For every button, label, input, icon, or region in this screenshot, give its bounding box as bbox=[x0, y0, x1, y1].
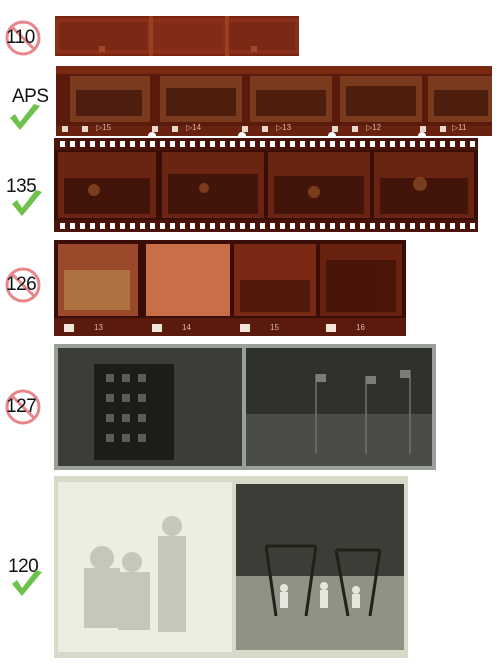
frame-number: 14 bbox=[182, 323, 191, 332]
format-row-110: 110 bbox=[0, 16, 500, 60]
format-label: 110 bbox=[6, 27, 35, 48]
format-label: 127 bbox=[6, 396, 37, 417]
green-checkmark-icon bbox=[10, 104, 40, 130]
format-label: 120 bbox=[8, 556, 39, 577]
prohibited-circle-icon bbox=[5, 389, 41, 425]
prohibited-circle-icon bbox=[5, 267, 41, 303]
format-row-127: 127 bbox=[0, 344, 500, 470]
film-strip-120 bbox=[54, 476, 408, 658]
format-row-135: 135 bbox=[0, 138, 500, 234]
film-strip-126: 13 14 15 16 bbox=[54, 240, 406, 336]
green-checkmark-icon bbox=[12, 190, 42, 216]
film-strip-110 bbox=[55, 16, 299, 56]
frame-number: ▷13 bbox=[276, 123, 292, 132]
frame-number: 13 bbox=[94, 323, 103, 332]
frame-number: 15 bbox=[270, 323, 279, 332]
green-checkmark-icon bbox=[12, 570, 42, 596]
format-label: APS bbox=[12, 86, 49, 107]
format-label: 126 bbox=[6, 274, 37, 295]
frame-number: ▷12 bbox=[366, 123, 382, 132]
film-strip-135 bbox=[54, 138, 478, 232]
frame-number: 16 bbox=[356, 323, 365, 332]
format-row-120: 120 bbox=[0, 476, 500, 660]
format-row-126: 126 13 14 15 16 bbox=[0, 240, 500, 338]
format-label: 135 bbox=[6, 176, 37, 197]
film-strip-aps: ▷15 ▷14 ▷13 ▷12 ▷11 bbox=[56, 66, 492, 136]
frame-number: ▷14 bbox=[186, 123, 202, 132]
film-strip-127 bbox=[54, 344, 436, 470]
prohibited-circle-icon bbox=[5, 20, 41, 56]
format-row-aps: APS bbox=[0, 64, 500, 138]
frame-number: ▷15 bbox=[96, 123, 112, 132]
frame-number: ▷11 bbox=[452, 123, 467, 132]
